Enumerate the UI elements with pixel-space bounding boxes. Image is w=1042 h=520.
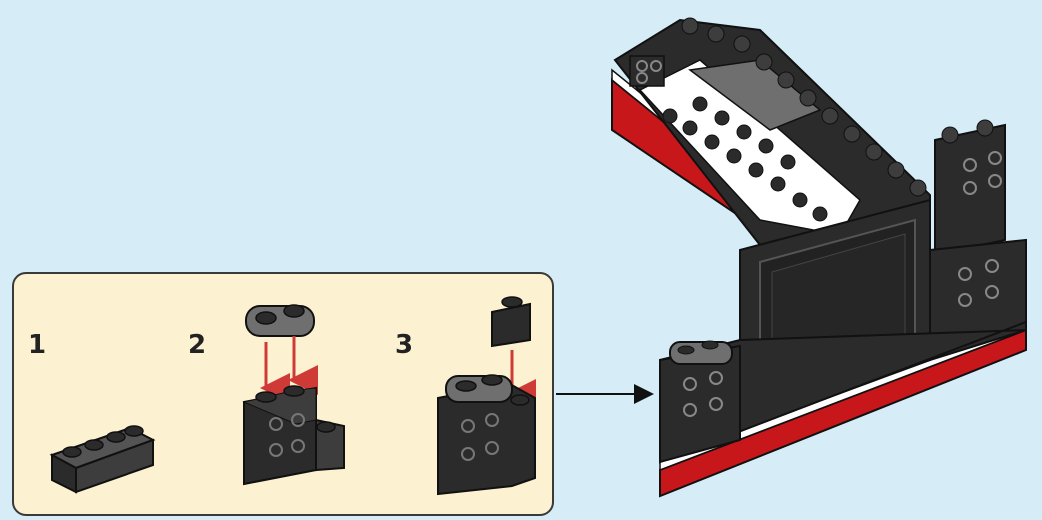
rim-studs (681, 17, 927, 197)
step2-plate-1x2 (245, 304, 315, 337)
main-model (611, 17, 1027, 498)
step1-brick-1x4 (49, 425, 156, 494)
step-number-1: 1 (28, 330, 47, 360)
step2-brick-assembly (242, 385, 345, 486)
step-number-2: 2 (188, 330, 207, 360)
floor-studs (662, 96, 828, 222)
step3-brick-assembly (437, 374, 536, 496)
step-number-3: 3 (395, 330, 414, 360)
step3-brick-1x1 (491, 296, 531, 348)
